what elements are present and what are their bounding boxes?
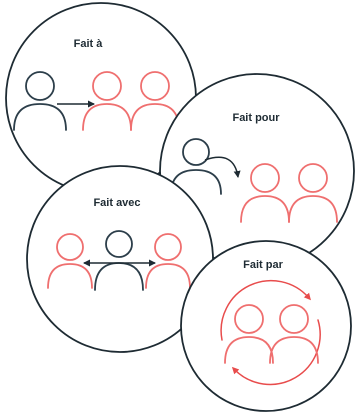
panel-fait-pour: Fait pour — [159, 73, 355, 269]
panel-fait-avec: Fait avec — [26, 165, 214, 353]
cycle-arrows-icon — [220, 279, 321, 386]
person-red-left-icon — [47, 233, 93, 289]
person-dark-icon — [13, 71, 67, 131]
people-red-icon — [224, 304, 319, 364]
panel-circle — [180, 240, 352, 412]
panel-title: Fait à — [74, 38, 104, 50]
panel-title: Fait avec — [93, 197, 140, 209]
panel-fait-par: Fait par — [180, 240, 352, 412]
people-red-icon — [240, 163, 338, 223]
person-red-right-icon — [145, 233, 191, 289]
panel-title: Fait pour — [232, 112, 280, 124]
curved-arrow-icon — [204, 156, 241, 178]
panel-title: Fait par — [243, 259, 283, 271]
